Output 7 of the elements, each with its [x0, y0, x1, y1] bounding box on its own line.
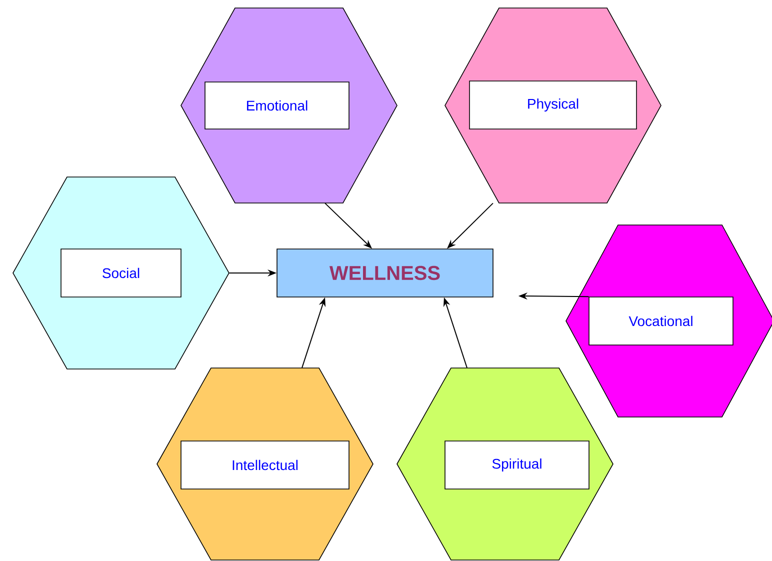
title-box: WELLNESS [276, 248, 494, 298]
label-box: Intellectual [180, 440, 350, 490]
label-box: Spiritual [444, 440, 590, 490]
label-box: Vocational [588, 296, 734, 346]
label-box: Social [60, 248, 182, 298]
label-box: Physical [469, 80, 637, 130]
label-box: Emotional [204, 82, 350, 130]
